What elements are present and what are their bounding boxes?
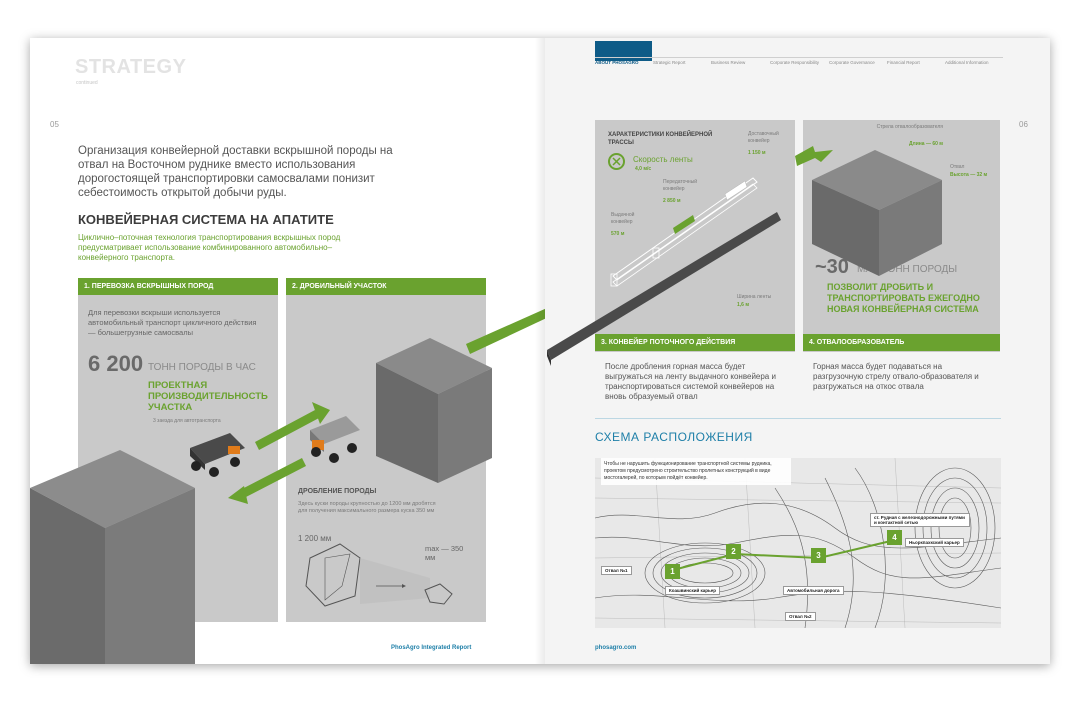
label-dump2: Отвал №2	[785, 612, 816, 621]
step4-title: 4. ОТВАЛООБРАЗОВАТЕЛЬ	[803, 334, 1000, 351]
boom-value: Длина — 60 м	[908, 141, 943, 147]
label-quarry2: Ньоркпахкский карьер	[905, 538, 964, 547]
nav-line	[595, 57, 1003, 58]
crush-body: Здесь куски породы крупностью до 1200 мм…	[298, 501, 436, 514]
footer-left[interactable]: PhosAgro Integrated Report	[391, 645, 472, 651]
report-spread: STRATEGY continued 05 Организация конвей…	[30, 38, 1050, 664]
nav-item-additional[interactable]: Additional Information	[945, 60, 989, 65]
nav-item-financial[interactable]: Financial Report	[887, 60, 920, 65]
width-value: 1,6 м	[737, 302, 750, 308]
nav-item-business[interactable]: Business Review	[711, 60, 746, 65]
transfer-label: Передаточный конвейер	[663, 179, 698, 192]
width-label: Ширина ленты	[737, 294, 772, 300]
nav-item-governance[interactable]: Corporate Governance	[829, 60, 875, 65]
out-label: Выдачной конвейер	[611, 212, 635, 225]
green-arrow-icon	[795, 146, 833, 166]
lead-text: Организация конвейерной доставки вскрышн…	[78, 145, 393, 199]
size-in: 1 200 мм	[298, 534, 332, 543]
section-title: STRATEGY	[75, 56, 187, 78]
page-number-left: 05	[50, 120, 59, 129]
label-road: Автомобильная дорога	[783, 586, 844, 595]
track-title: ХАРАКТЕРИСТИКИ КОНВЕЙЕРНОЙ ТРАССЫ	[608, 132, 713, 146]
step3-title: 3. КОНВЕЙЕР ПОТОЧНОГО ДЕЙСТВИЯ	[595, 334, 795, 351]
right-page: ABOUT PHOSAGRO Strategic Report Business…	[545, 38, 1050, 664]
step2-title: 2. ДРОБИЛЬНЫЙ УЧАСТОК	[286, 278, 486, 295]
right-illustration	[547, 146, 942, 366]
small-rock-icon	[424, 583, 453, 605]
scheme-title: СХЕМА РАСПОЛОЖЕНИЯ	[595, 430, 753, 444]
dump-number: ~30	[815, 256, 849, 278]
nav-item-strategic[interactable]: Strategic Report	[653, 60, 686, 65]
dump-box-icon	[812, 150, 942, 276]
conveyor-subheading: Циклично–поточная технология транспортир…	[78, 233, 341, 262]
footer-right[interactable]: phosagro.com	[595, 645, 637, 651]
crush-title: ДРОБЛЕНИЕ ПОРОДЫ	[298, 488, 377, 495]
step1-number: 6 200	[88, 351, 144, 376]
label-dump1: Отвал №1	[601, 566, 632, 575]
step1-title: 1. ПЕРЕВОЗКА ВСКРЫШНЫХ ПОРОД	[78, 278, 278, 295]
step1-highlight: ПРОЕКТНАЯ ПРОИЗВОДИТЕЛЬНОСТЬ УЧАСТКА	[148, 380, 268, 413]
crusher-box-icon	[376, 338, 492, 483]
transfer-value: 2 850 м	[663, 198, 681, 204]
map-marker-2[interactable]: 2	[726, 544, 741, 559]
left-illustration	[30, 308, 545, 664]
out-value: 570 м	[611, 231, 625, 237]
green-arrow-icon	[228, 308, 545, 504]
left-page: STRATEGY continued 05 Организация конвей…	[30, 38, 545, 664]
scheme-note: Чтобы не нарушить функционирование транс…	[601, 458, 791, 485]
step1-note: 3 заезда для автотранспорта	[153, 418, 221, 424]
scheme-divider	[595, 418, 1001, 419]
step1-unit: ТОНН ПОРОДЫ В ЧАС	[148, 362, 256, 373]
height-value: Высота — 32 м	[950, 172, 988, 178]
step3-body: После дробления горная масса будет выгру…	[605, 362, 776, 401]
page-number-right: 06	[1019, 120, 1028, 129]
map-marker-1[interactable]: 1	[665, 564, 680, 579]
step3-panel	[595, 120, 795, 352]
label-rail: ст. Рудная с железнодорожными путями и к…	[870, 513, 970, 527]
truck-icon	[310, 416, 360, 463]
rock-shape-icon	[305, 543, 361, 607]
dump-highlight: ПОЗВОЛИТ ДРОБИТЬ И ТРАНСПОРТИРОВАТЬ ЕЖЕГ…	[827, 282, 980, 314]
dump-unit: МЛН ТОНН ПОРОДЫ	[857, 264, 958, 275]
nav-item-about[interactable]: ABOUT PHOSAGRO	[595, 60, 639, 65]
conveyor-belt-icon	[547, 177, 781, 366]
map-marker-3[interactable]: 3	[811, 548, 826, 563]
section-subtitle: continued	[76, 80, 98, 86]
speed-label: Скорость ленты	[633, 155, 693, 164]
conveyor-heading: КОНВЕЙЕРНАЯ СИСТЕМА НА АПАТИТЕ	[78, 212, 334, 227]
dist-label: Доставочный конвейер	[748, 131, 779, 144]
truck-icon	[190, 433, 245, 477]
speed-value: 4,0 м/с	[635, 166, 652, 172]
map-marker-4[interactable]: 4	[887, 530, 902, 545]
nav-active-tab[interactable]	[595, 41, 652, 61]
size-out: max — 350 мм	[425, 544, 464, 562]
nav-item-responsibility[interactable]: Corporate Responsibility	[770, 60, 820, 65]
dist-value: 1 150 м	[748, 150, 766, 156]
height-label: Отвал	[950, 164, 965, 170]
step1-body: Для перевозки вскрыши используется автом…	[88, 308, 257, 337]
boom-label: Стрела отвалообразователя	[876, 124, 943, 130]
label-quarry1: Коашвинский карьер	[665, 586, 721, 595]
speed-icon	[608, 153, 625, 170]
step4-body: Горная масса будет подаваться на разгруз…	[813, 362, 979, 391]
foreground-box-icon	[30, 450, 195, 664]
